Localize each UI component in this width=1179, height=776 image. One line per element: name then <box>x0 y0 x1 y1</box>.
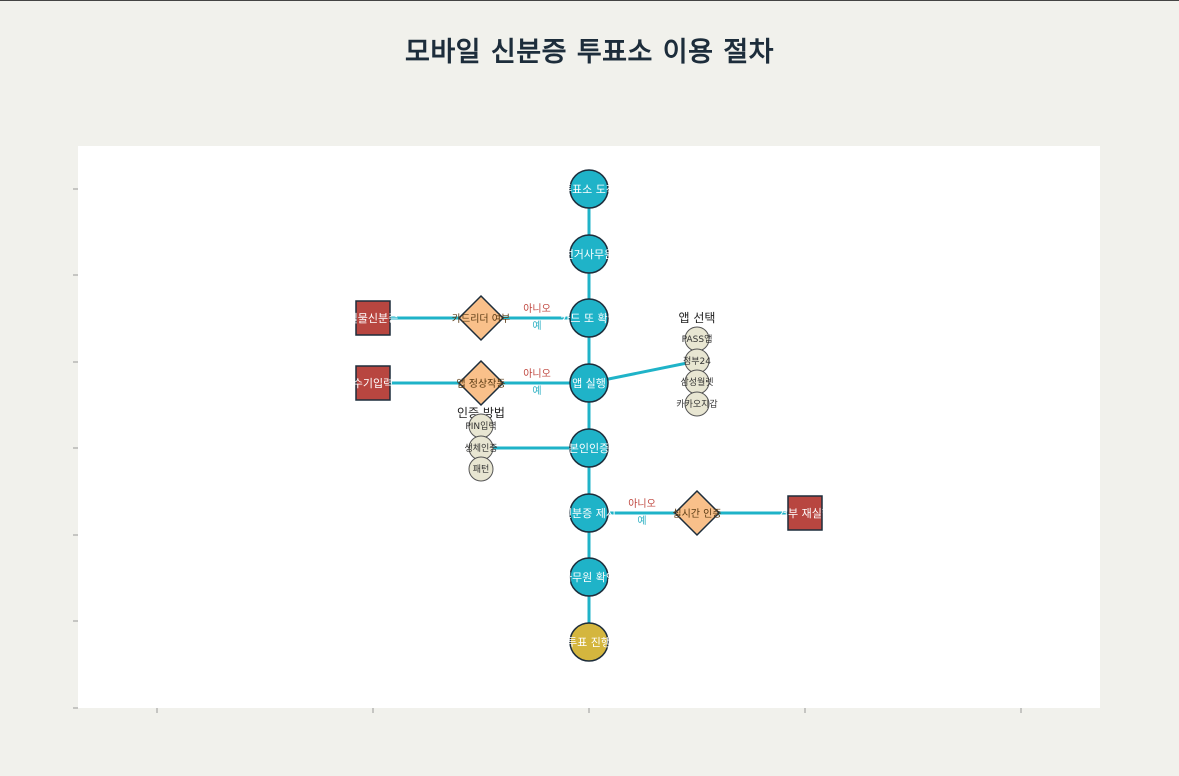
main-steps: 투표소 도착 선거사무원 카드 또 확인 앱 실행 본인인증 신분증 제시 사무… <box>560 169 618 662</box>
step-vote: 투표 진행 <box>567 622 611 662</box>
app-option-samsung-label: 삼성월렛 <box>680 376 713 388</box>
step-card-check: 카드 또 확인 <box>560 298 618 338</box>
fail-refuse: 거부 재실행 <box>778 495 832 531</box>
step-auth: 본인인증 <box>569 428 609 468</box>
app-select-group: 앱 선택 PASS앱 정부24 삼성월렛 카카오지갑 <box>676 311 718 417</box>
step-staff-label: 선거사무원 <box>564 248 615 261</box>
edge-labels: 아니오 예 아니오 예 아니오 예 <box>523 303 656 527</box>
auth-method-title: 인증 방법 <box>457 406 505 420</box>
auth-option-bio-label: 생체인증 <box>464 443 497 454</box>
app-option-samsung: 삼성월렛 <box>680 369 714 395</box>
app-option-gov24-label: 정부24 <box>683 356 711 367</box>
fail-physical-id-label: 실물신분증 <box>348 312 399 325</box>
decision-card: 카드리더 여부 <box>452 294 510 342</box>
card-yes-label: 예 <box>532 320 541 332</box>
card-no-label: 아니오 <box>523 303 551 315</box>
fail-physical-id: 실물신분증 <box>348 300 399 336</box>
fail-nodes: 실물신분증 수기입력 거부 재실행 <box>348 300 832 531</box>
app-no-label: 아니오 <box>523 368 551 380</box>
auth-option-pattern: 패턴 <box>468 456 494 482</box>
auth-option-pattern-label: 패턴 <box>473 464 490 475</box>
fail-refuse-label: 거부 재실행 <box>778 507 832 520</box>
realtime-no-label: 아니오 <box>628 498 656 510</box>
app-select-title: 앱 선택 <box>679 311 716 325</box>
step-card-check-label: 카드 또 확인 <box>560 312 618 325</box>
app-yes-label: 예 <box>532 385 541 397</box>
decisions: 카드리더 여부 앱 정상작동 실시간 인증 <box>452 294 722 537</box>
step-auth-label: 본인인증 <box>569 442 609 455</box>
axis-ticks <box>73 188 1022 713</box>
app-option-kakao-label: 카카오지갑 <box>676 398 717 410</box>
top-border <box>0 0 1179 1</box>
auth-option-pin-label: PIN입력 <box>465 420 496 432</box>
page-title: 모바일 신분증 투표소 이용 절차 <box>404 37 775 68</box>
step-app-launch: 앱 실행 <box>569 363 609 403</box>
step-id-show: 신분증 제시 <box>562 493 616 533</box>
step-arrive-label: 투표소 도착 <box>562 183 616 196</box>
app-option-pass-label: PASS앱 <box>682 333 713 345</box>
step-staff: 선거사무원 <box>564 234 615 274</box>
step-arrive: 투표소 도착 <box>562 169 616 209</box>
auth-method-group: 인증 방법 PIN입력 생체인증 패턴 <box>457 406 505 482</box>
step-id-show-label: 신분증 제시 <box>562 507 616 520</box>
app-option-kakao: 카카오지갑 <box>676 391 718 417</box>
realtime-yes-label: 예 <box>637 515 646 527</box>
decision-app: 앱 정상작동 <box>456 359 506 407</box>
decision-realtime-label: 실시간 인증 <box>672 508 721 520</box>
step-vote-label: 투표 진행 <box>567 636 611 649</box>
app-option-gov24: 정부24 <box>683 348 711 374</box>
fail-manual-input-label: 수기입력 <box>353 377 393 390</box>
decision-realtime: 실시간 인증 <box>672 489 722 537</box>
decision-app-label: 앱 정상작동 <box>456 378 505 390</box>
step-app-launch-label: 앱 실행 <box>572 377 606 390</box>
step-staff-confirm: 사무원 확인 <box>562 557 616 597</box>
fail-manual-input: 수기입력 <box>353 365 393 401</box>
app-option-pass: PASS앱 <box>682 326 713 352</box>
auth-option-bio: 생체인증 <box>464 435 498 461</box>
step-staff-confirm-label: 사무원 확인 <box>562 571 616 584</box>
decision-card-label: 카드리더 여부 <box>452 313 510 325</box>
